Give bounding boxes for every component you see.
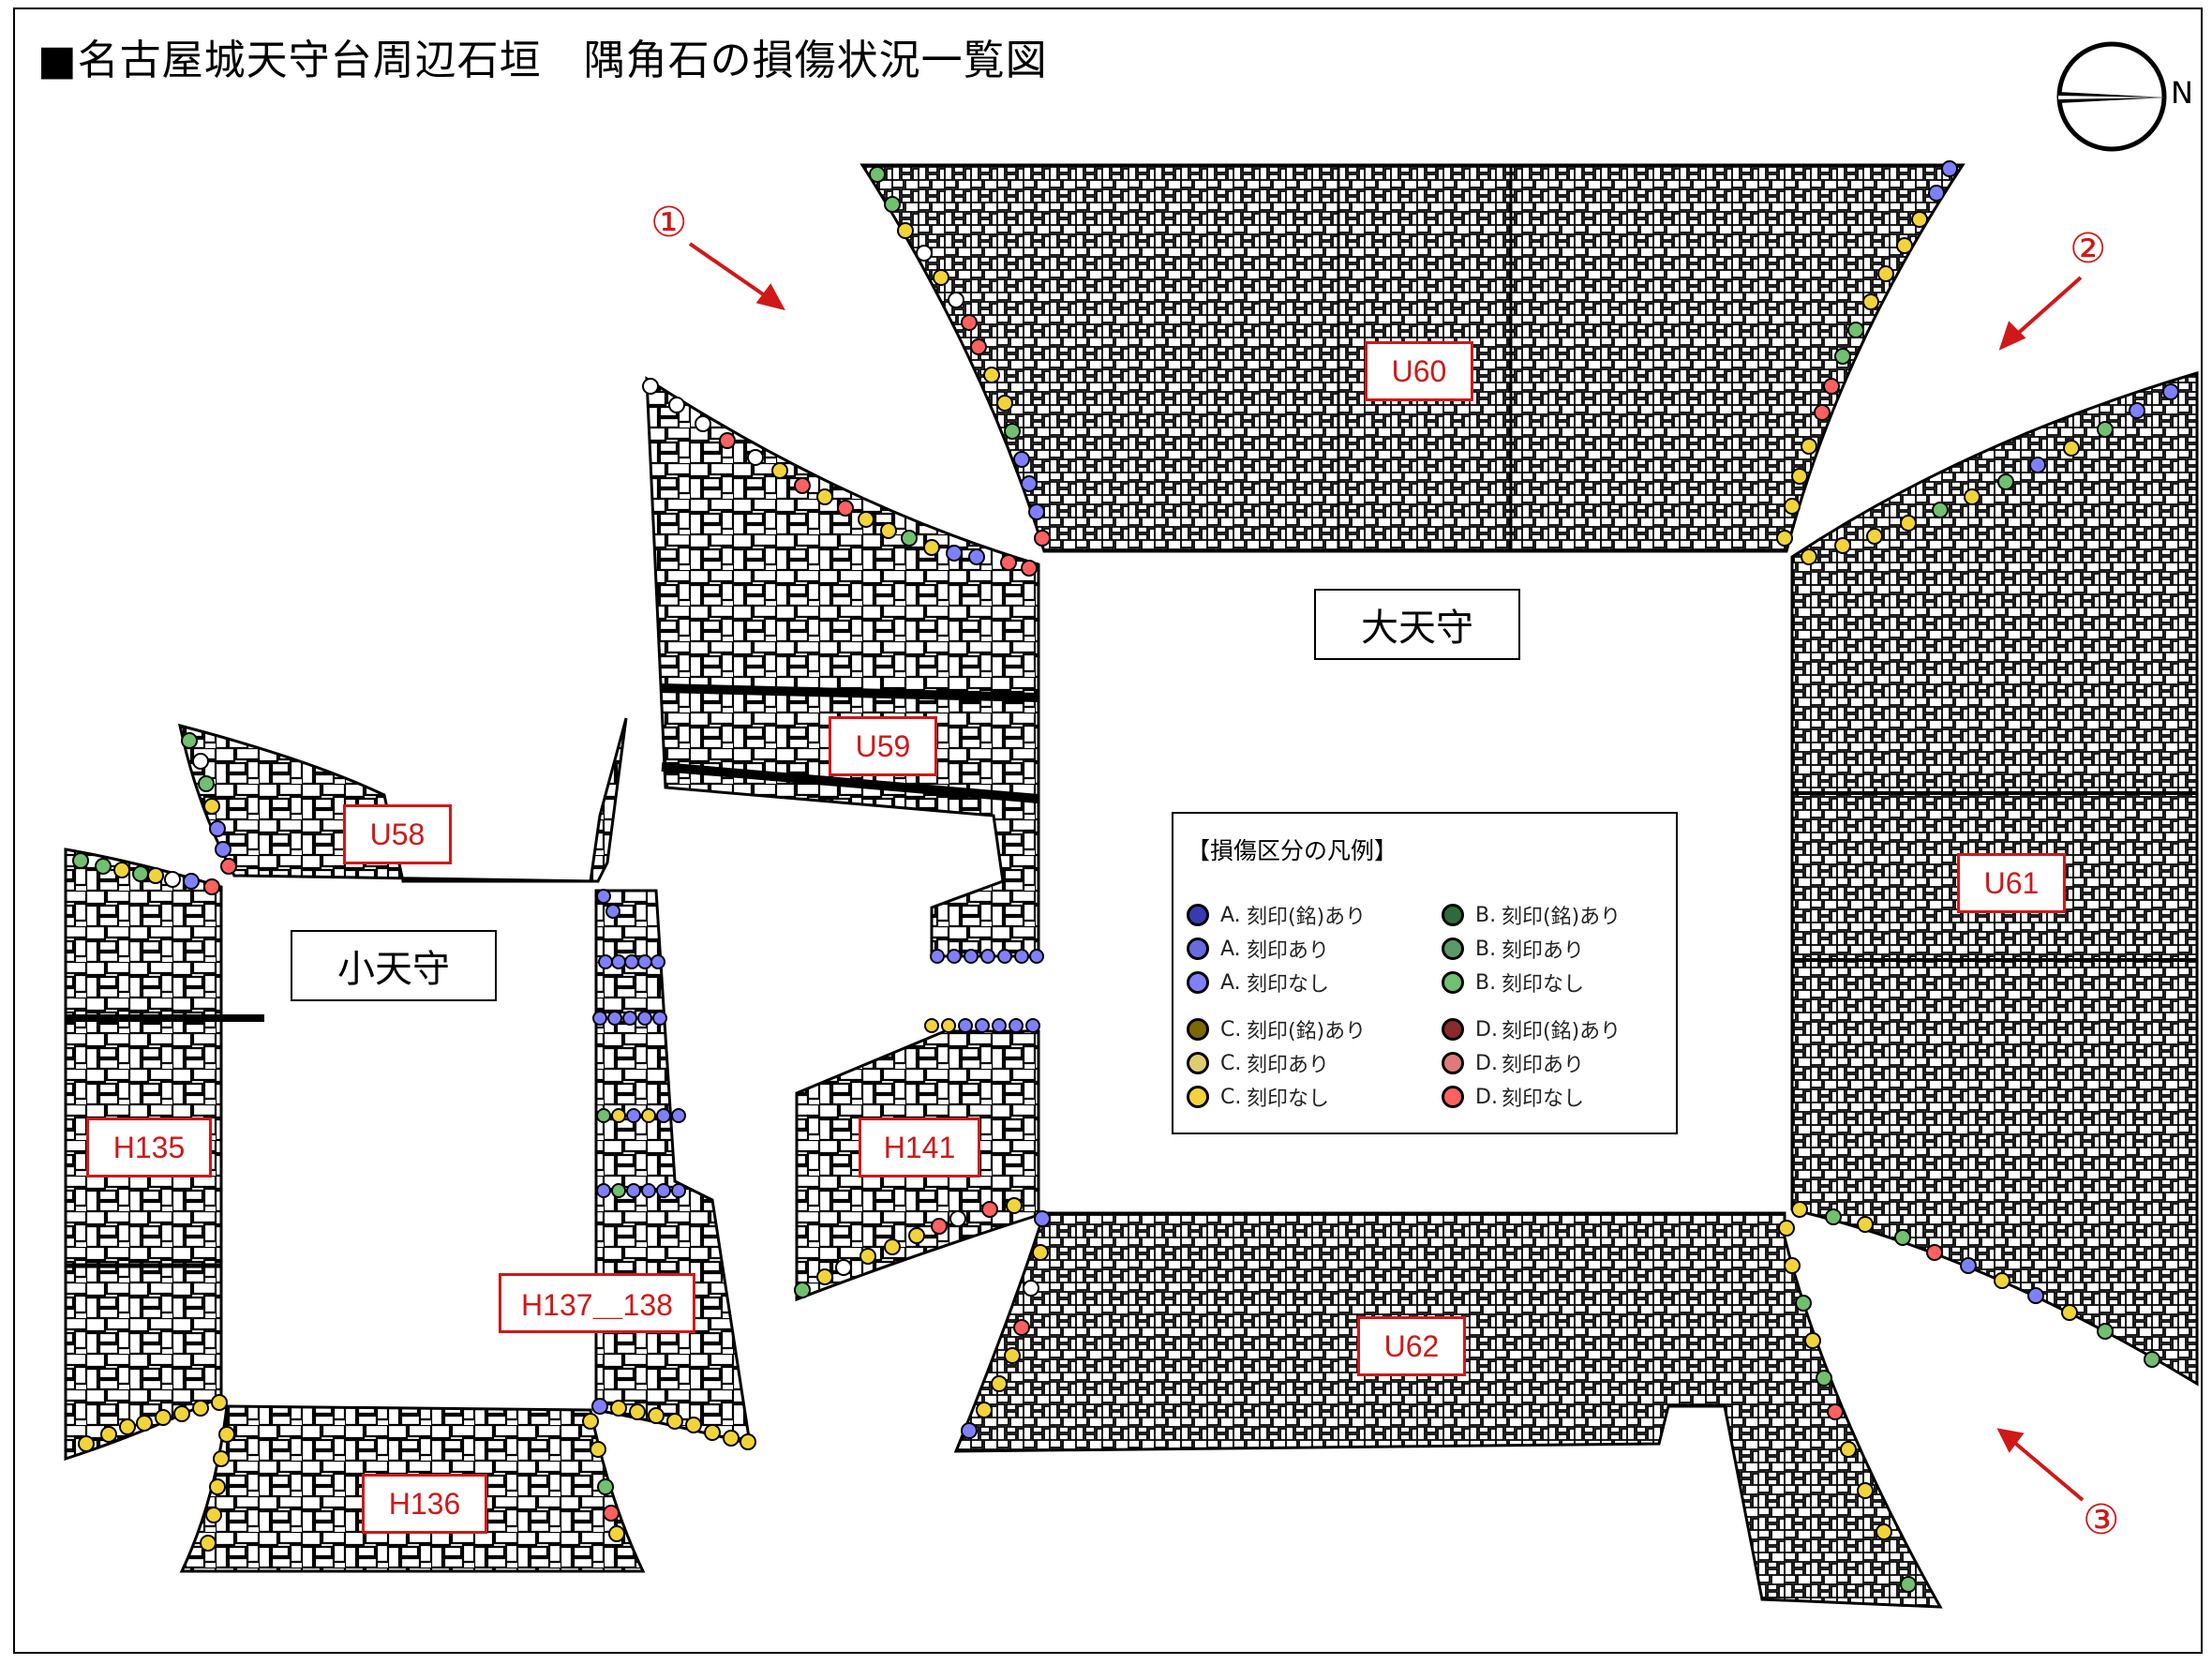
damage-legend: 【損傷区分の凡例】 A.刻印(銘)あり A.刻印あり A.刻印なし B.刻印(銘… (1172, 812, 1678, 1134)
wall-label-u62: U62 (1357, 1316, 1466, 1376)
main-keep-label: 大天守 (1314, 589, 1520, 660)
wall-label-h136: H136 (362, 1474, 487, 1534)
legend-item-d1: D.刻印(銘)あり (1442, 1014, 1621, 1044)
legend-swatch (1442, 1018, 1464, 1041)
legend-swatch (1187, 938, 1209, 960)
viewpoint-marker-1: ① (650, 199, 688, 247)
legend-item-b1: B.刻印(銘)あり (1442, 900, 1621, 930)
figure-title: ■名古屋城天守台周辺石垣 隅角石の損傷状況一覧図 (37, 37, 1048, 84)
legend-item-c1: C.刻印(銘)あり (1187, 1014, 1366, 1044)
corner-stone-markers (72, 160, 2179, 1593)
wall-u58 (178, 717, 628, 883)
viewpoint-marker-3: ③ (2083, 1496, 2120, 1544)
view-arrows (688, 242, 2085, 1502)
legend-item-d3: D.刻印なし (1442, 1082, 1584, 1112)
wall-label-u61: U61 (1957, 853, 2066, 913)
small-keep-label: 小天守 (291, 930, 497, 1001)
legend-item-a3: A.刻印なし (1187, 968, 1329, 998)
legend-title: 【損傷区分の凡例】 (1187, 837, 1398, 864)
legend-swatch (1442, 1086, 1464, 1108)
figure-frame (13, 8, 2203, 1654)
compass-north-arrow-icon (2056, 41, 2167, 152)
legend-swatch (1187, 904, 1209, 926)
wall-label-u58: U58 (343, 804, 452, 864)
wall-label-h137-138: H137＿138 (499, 1273, 695, 1333)
legend-item-a1: A.刻印(銘)あり (1187, 900, 1366, 930)
legend-item-b2: B.刻印あり (1442, 934, 1584, 964)
legend-item-c2: C.刻印あり (1187, 1048, 1329, 1078)
compass-north-label: N (2171, 75, 2193, 111)
wall-h137-138 (594, 889, 752, 1447)
viewpoint-marker-2: ② (2070, 225, 2107, 273)
legend-item-c3: C.刻印なし (1187, 1082, 1329, 1112)
legend-item-d2: D.刻印あり (1442, 1048, 1584, 1078)
wall-label-h141: H141 (859, 1118, 980, 1178)
legend-swatch (1442, 938, 1464, 960)
legend-swatch (1442, 1052, 1464, 1074)
legend-swatch (1187, 971, 1209, 994)
legend-item-a2: A.刻印あり (1187, 934, 1329, 964)
legend-swatch (1442, 904, 1464, 926)
wall-label-u60: U60 (1365, 341, 1473, 401)
legend-swatch (1442, 971, 1464, 994)
wall-label-u59: U59 (829, 716, 937, 776)
legend-swatch (1187, 1086, 1209, 1108)
legend-swatch (1187, 1052, 1209, 1074)
legend-item-b3: B.刻印なし (1442, 968, 1584, 998)
legend-swatch (1187, 1018, 1209, 1041)
wall-u62 (953, 1211, 1943, 1609)
wall-u59 (645, 376, 1040, 958)
wall-label-h135: H135 (86, 1118, 212, 1178)
